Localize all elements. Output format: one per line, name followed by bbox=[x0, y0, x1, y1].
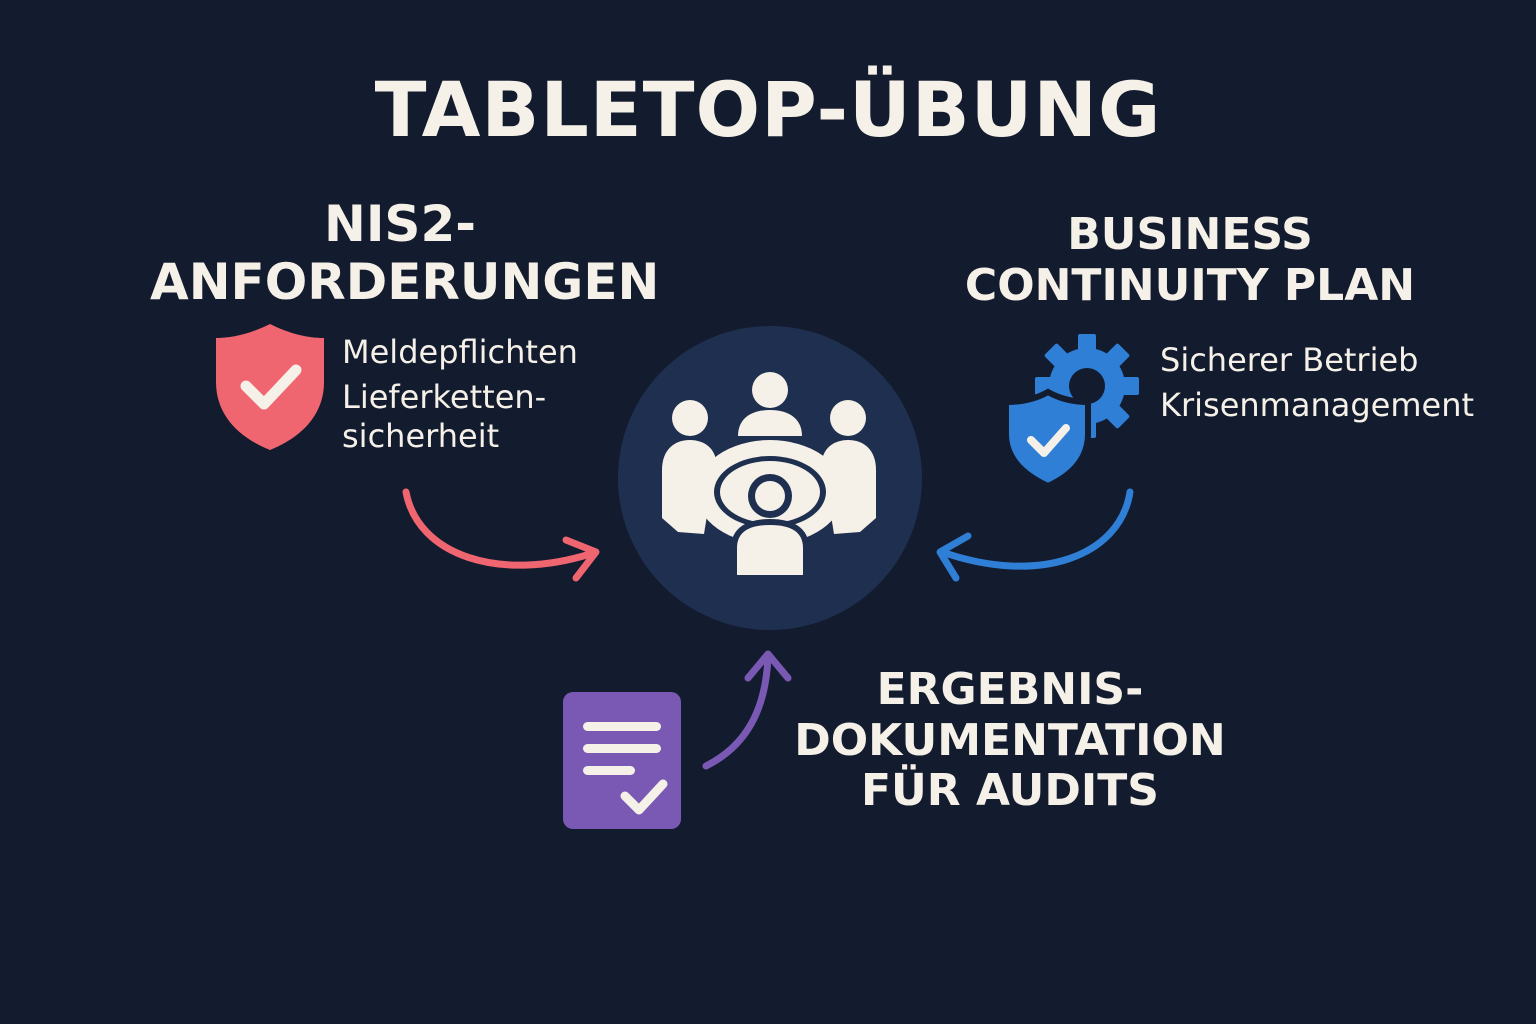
docs-heading-line3: FÜR AUDITS bbox=[860, 765, 1159, 817]
nis2-heading-line2: ANFORDERUNGEN bbox=[150, 252, 660, 311]
bcp-items: Sicherer Betrieb Krisenmanagement bbox=[1160, 338, 1474, 428]
bcp-item: Krisenmanagement bbox=[1160, 385, 1475, 424]
arrow-bcp-to-center bbox=[936, 488, 1134, 582]
docs-heading-line1: ERGEBNIS- bbox=[876, 664, 1144, 715]
nis2-items: Meldepflichten Lieferketten- sicherheit bbox=[342, 330, 578, 458]
document-check-icon bbox=[563, 692, 683, 830]
nis2-heading-line1: NIS2- bbox=[323, 195, 476, 253]
docs-heading-line2: DOKUMENTATION bbox=[794, 714, 1226, 766]
bcp-heading-line1: BUSINESS bbox=[1067, 209, 1313, 260]
gear-shield-icon bbox=[1000, 328, 1145, 493]
bcp-item: Sicherer Betrieb bbox=[1160, 341, 1419, 379]
nis2-item: sicherheit bbox=[342, 416, 500, 455]
bcp-heading: BUSINESS CONTINUITY PLAN bbox=[930, 209, 1450, 311]
nis2-heading: NIS2- ANFORDERUNGEN bbox=[150, 195, 660, 311]
docs-heading: ERGEBNIS- DOKUMENTATION FÜR AUDITS bbox=[770, 664, 1250, 817]
shield-check-icon bbox=[212, 320, 328, 454]
nis2-item: Meldepflichten bbox=[342, 333, 578, 371]
center-circle bbox=[616, 324, 924, 632]
arrow-nis2-to-center bbox=[402, 488, 600, 582]
bcp-heading-line2: CONTINUITY PLAN bbox=[964, 259, 1416, 311]
diagram-title: TABLETOP-ÜBUNG bbox=[374, 65, 1162, 154]
arrow-docs-to-center bbox=[702, 650, 792, 770]
nis2-item: Lieferketten- bbox=[342, 377, 547, 416]
